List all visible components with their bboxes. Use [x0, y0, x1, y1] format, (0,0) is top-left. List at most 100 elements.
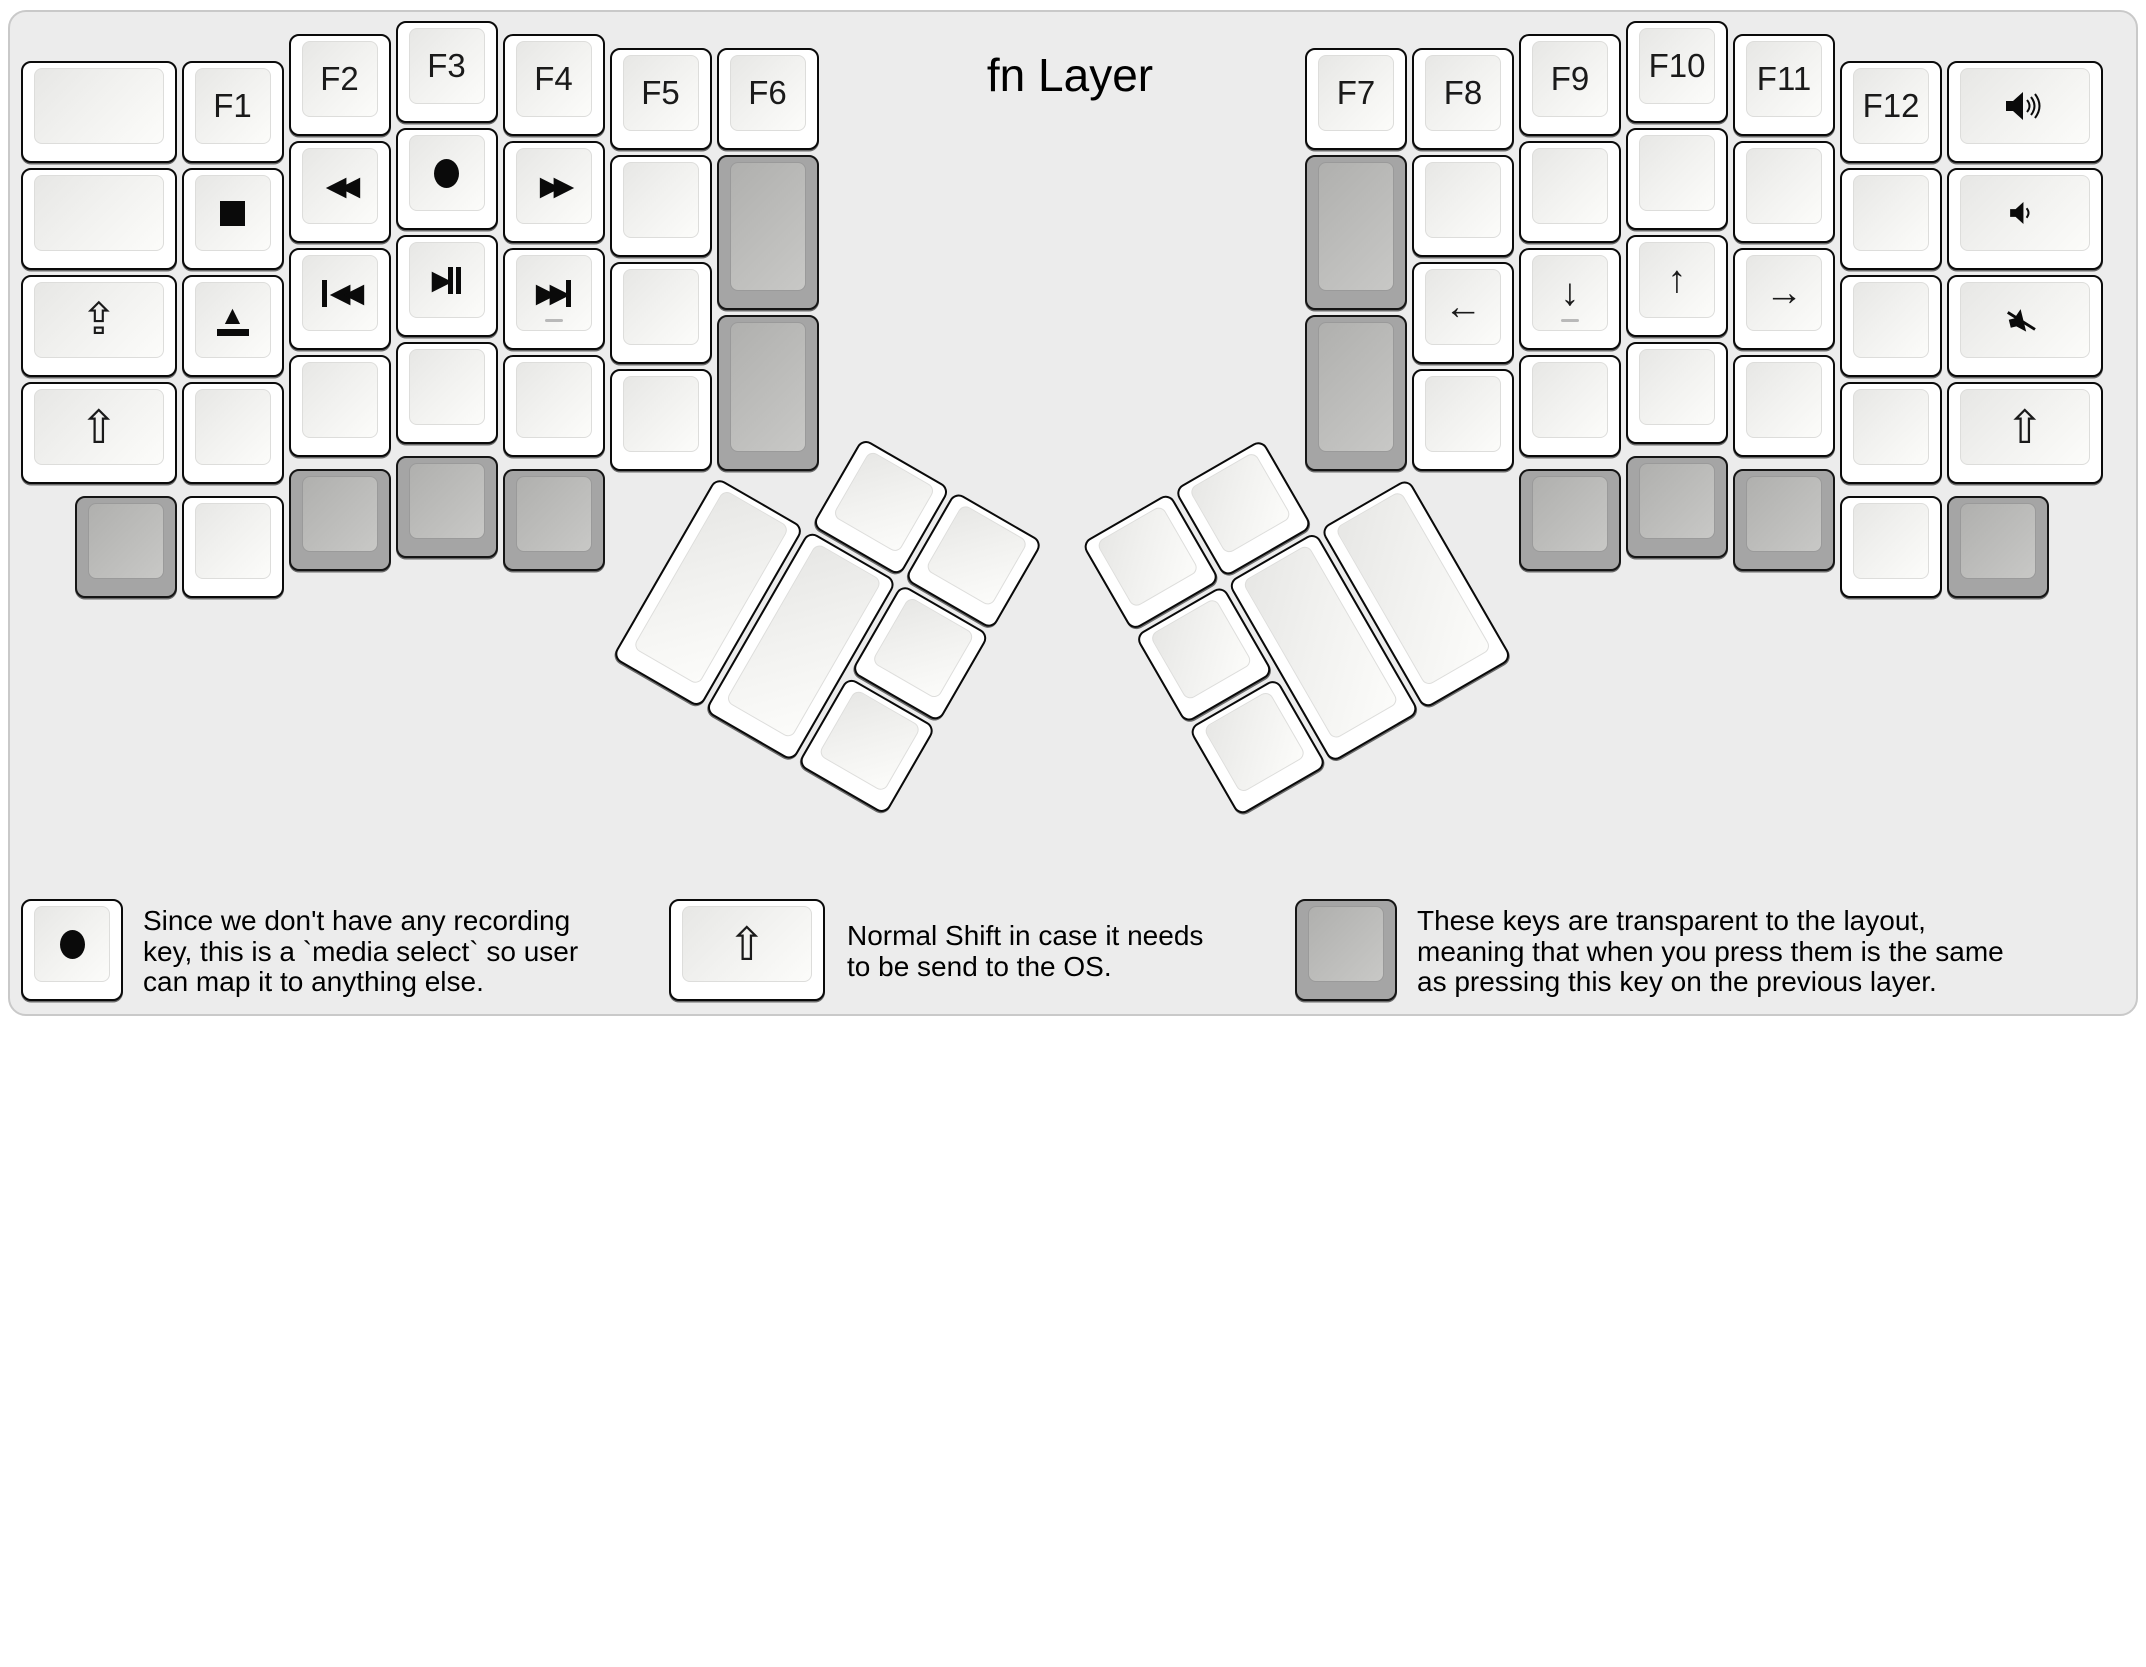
key-volume-mute[interactable]	[1947, 275, 2103, 378]
key-blank[interactable]	[1519, 355, 1621, 458]
key-arrow-left[interactable]: ←	[1412, 261, 1514, 364]
key-blank[interactable]	[502, 355, 605, 458]
key-caps-lock[interactable]: ⇪	[21, 275, 177, 378]
key-volume-up[interactable]	[1947, 61, 2103, 164]
key-volume-down[interactable]	[1947, 168, 2103, 271]
key-arrow-down[interactable]: ↓	[1519, 248, 1621, 351]
keytop: ▶▶	[515, 148, 592, 225]
key-transparent[interactable]	[1947, 495, 2049, 598]
keytop	[34, 68, 164, 145]
key-blank[interactable]	[21, 61, 177, 164]
keytop: F9	[1532, 41, 1608, 118]
key-transparent[interactable]	[716, 154, 819, 311]
key-f4[interactable]: F4	[502, 34, 605, 137]
keytop: F5	[622, 54, 699, 131]
key-blank[interactable]	[1412, 154, 1514, 257]
key-label: F9	[1550, 60, 1590, 98]
keytop	[1746, 148, 1822, 225]
keytop	[408, 349, 485, 425]
key-rewind[interactable]: ◀◀	[288, 141, 391, 244]
keytop	[34, 175, 164, 252]
keytop: F7	[1318, 54, 1394, 131]
keytop	[1853, 502, 1929, 579]
keytop	[1960, 502, 2036, 579]
keytop: F2	[301, 41, 378, 118]
shift-icon: ⇧	[2005, 401, 2045, 454]
volume-down-icon	[2007, 197, 2043, 229]
keytop: ▲	[194, 282, 271, 359]
key-media-select-record[interactable]	[395, 128, 498, 230]
key-fast-forward[interactable]: ▶▶	[502, 141, 605, 244]
keytop	[622, 161, 699, 238]
key-blank[interactable]	[1626, 342, 1728, 444]
key-play-pause[interactable]: ▶	[395, 235, 498, 337]
key-label: F10	[1648, 47, 1706, 84]
key-f9[interactable]: F9	[1519, 34, 1621, 137]
key-eject[interactable]: ▲	[181, 275, 284, 378]
legend-text-transparent: These keys are transparent to the layout…	[1417, 905, 2004, 998]
keytop: F6	[729, 54, 806, 131]
key-f7[interactable]: F7	[1305, 47, 1407, 150]
key-transparent[interactable]	[1519, 469, 1621, 572]
keytop: →	[1746, 255, 1822, 332]
keytop	[729, 322, 806, 452]
key-transparent[interactable]	[288, 469, 391, 572]
key-shift-left[interactable]: ⇧	[21, 382, 177, 485]
keytop	[515, 476, 592, 553]
key-blank[interactable]	[1840, 382, 1942, 485]
key-blank[interactable]	[21, 168, 177, 271]
key-blank[interactable]	[1840, 495, 1942, 598]
key-media-stop[interactable]	[181, 168, 284, 271]
key-blank[interactable]	[1519, 141, 1621, 244]
key-next-track[interactable]: ▶▶	[502, 248, 605, 351]
key-f6[interactable]: F6	[716, 47, 819, 150]
key-transparent[interactable]	[502, 469, 605, 572]
key-transparent[interactable]	[716, 315, 819, 471]
key-prev-track[interactable]: ◀◀	[288, 248, 391, 351]
keytop	[408, 135, 485, 211]
key-blank[interactable]	[181, 382, 284, 485]
play-pause-icon: ▶	[432, 266, 462, 294]
key-label: F5	[641, 73, 680, 111]
key-f2[interactable]: F2	[288, 34, 391, 137]
key-transparent[interactable]	[395, 455, 498, 558]
record-icon	[59, 929, 85, 959]
keytop	[515, 362, 592, 439]
key-blank[interactable]	[1733, 141, 1835, 244]
key-shift-right[interactable]: ⇧	[1947, 382, 2103, 485]
key-transparent[interactable]	[1626, 455, 1728, 558]
key-blank[interactable]	[1412, 368, 1514, 471]
record-icon	[434, 158, 459, 188]
key-blank[interactable]	[609, 261, 712, 364]
key-blank[interactable]	[1840, 275, 1942, 378]
key-f3[interactable]: F3	[395, 21, 498, 123]
legend-transparent-key	[1295, 899, 1397, 1001]
keytop: ⇧	[682, 906, 812, 982]
keytop: ↓	[1532, 255, 1608, 332]
key-transparent[interactable]	[1733, 469, 1835, 572]
key-f1[interactable]: F1	[181, 61, 284, 164]
key-blank[interactable]	[609, 368, 712, 471]
legend-record-key	[21, 899, 123, 1001]
key-blank[interactable]	[181, 495, 284, 598]
key-f12[interactable]: F12	[1840, 61, 1942, 164]
key-blank[interactable]	[1626, 128, 1728, 230]
key-blank[interactable]	[1733, 355, 1835, 458]
key-transparent[interactable]	[1305, 154, 1407, 311]
key-label: F12	[1862, 87, 1920, 125]
key-blank[interactable]	[395, 342, 498, 444]
key-transparent[interactable]	[74, 495, 177, 598]
key-f5[interactable]: F5	[609, 47, 712, 150]
key-f10[interactable]: F10	[1626, 21, 1728, 123]
legend-shift-key: ⇧	[669, 899, 825, 1001]
key-transparent[interactable]	[1305, 315, 1407, 471]
key-arrow-up[interactable]: ↑	[1626, 235, 1728, 337]
key-blank[interactable]	[1840, 168, 1942, 271]
key-arrow-right[interactable]: →	[1733, 248, 1835, 351]
key-f11[interactable]: F11	[1733, 34, 1835, 137]
key-blank[interactable]	[609, 154, 712, 257]
key-f8[interactable]: F8	[1412, 47, 1514, 150]
keytop	[1532, 362, 1608, 439]
keytop: F1	[194, 68, 271, 145]
key-blank[interactable]	[288, 355, 391, 458]
